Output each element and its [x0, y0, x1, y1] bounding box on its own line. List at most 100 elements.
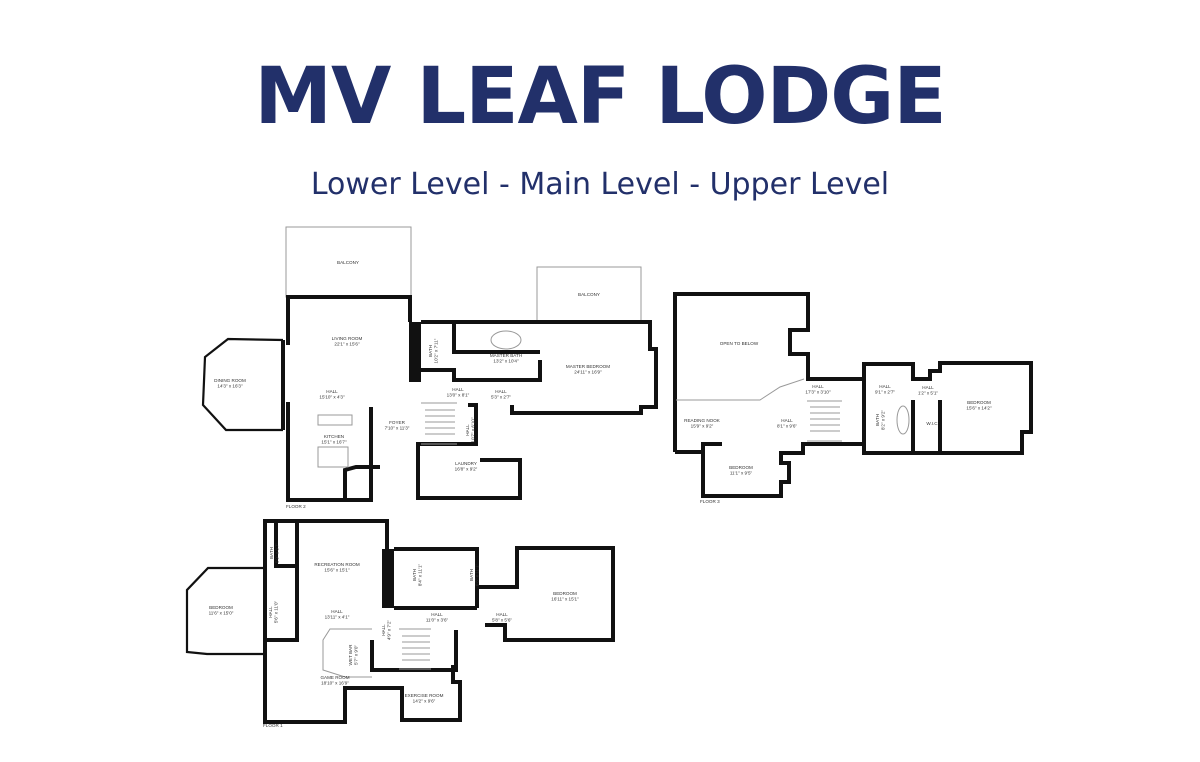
- room-label: HALL4'9" x 7'2": [381, 620, 392, 640]
- room-name: MASTER BEDROOM: [566, 364, 610, 369]
- room-name: HALL: [268, 606, 273, 618]
- room-dimensions: 8'2" x 9'2": [881, 410, 886, 430]
- room-name: HALL: [326, 389, 338, 394]
- room-dimensions: 13'11" x 4'1": [325, 615, 350, 620]
- room-name: HALL: [431, 612, 443, 617]
- room-dimensions: 8'1" x 9'6": [777, 424, 797, 429]
- room-name: BEDROOM: [967, 400, 991, 405]
- room-label: BALCONY: [578, 292, 600, 297]
- room-name: BEDROOM: [729, 465, 753, 470]
- room-name: HALL: [495, 389, 507, 394]
- room-dimensions: 1'2" x 5'1": [918, 391, 938, 396]
- room-dimensions: 15'10" x 4'3": [319, 395, 345, 400]
- room-name: BATH: [412, 569, 417, 581]
- room-dimensions: 24'11" x 16'9": [574, 370, 602, 375]
- room-name: MASTER BATH: [490, 353, 522, 358]
- room-dimensions: 15'1" x 16'7": [321, 440, 347, 445]
- room-dimensions: 9'1" x 2'7": [875, 390, 895, 395]
- room-dimensions: 11'0" x 3'6": [426, 618, 449, 623]
- room-name: HALL: [331, 609, 343, 614]
- room-dimensions: 15'6" x 14'2": [966, 406, 992, 411]
- room-dimensions: 5'3" x 2'7": [491, 395, 511, 400]
- room-label: W.I.C: [926, 421, 938, 426]
- room-dimensions: 7'10" x 11'3": [385, 426, 410, 431]
- room-dimensions: 5'6" x 11'0": [274, 600, 279, 623]
- room-name: LIVING ROOM: [332, 336, 363, 341]
- room-name: BATH: [269, 547, 274, 559]
- room-dimensions: 17'3" x 3'10": [805, 390, 831, 395]
- room-label: BATH5'9" x 8'7": [269, 543, 280, 563]
- room-dimensions: 4'9" x 7'2": [387, 620, 392, 640]
- room-label: BATH8'2" x 9'2": [875, 410, 886, 430]
- room-dimensions: 16'11" x 15'1": [551, 597, 579, 602]
- room-label: OPEN TO BELOW: [720, 341, 759, 346]
- room-dimensions: 22'1" x 15'6": [334, 342, 360, 347]
- floor-label: FLOOR 3: [700, 499, 720, 504]
- room-name: KITCHEN: [324, 434, 344, 439]
- room-name: HALL: [812, 384, 824, 389]
- page-subtitle: Lower Level - Main Level - Upper Level: [310, 167, 890, 202]
- room-dimensions: 15'9" x 9'2": [691, 424, 714, 429]
- room-name: READING NOOK: [684, 418, 721, 423]
- room-name: LAUNDRY: [455, 461, 477, 466]
- room-dimensions: 15'6" x 15'1": [324, 568, 350, 573]
- room-name: HALL: [879, 384, 891, 389]
- room-name: WET BAR: [348, 644, 353, 666]
- room-label: BATH6'8" x 11'1": [469, 563, 480, 586]
- room-dimensions: 10'2" x 7'11": [434, 338, 439, 363]
- room-label: BALCONY: [337, 260, 359, 265]
- room-dimensions: 16'8" x 9'2": [455, 467, 478, 472]
- room-dimensions: 8'4" x 11'1": [418, 563, 423, 586]
- room-dimensions: 11'1" x 9'5": [730, 471, 753, 476]
- room-name: BATH: [428, 345, 433, 357]
- room-name: EXERCISE ROOM: [405, 693, 444, 698]
- room-dimensions: 18'10" x 16'9": [321, 681, 349, 686]
- room-name: OPEN TO BELOW: [720, 341, 759, 346]
- room-label: BATH10'2" x 7'11": [428, 338, 439, 363]
- room-name: HALL: [452, 387, 464, 392]
- room-name: BEDROOM: [209, 605, 233, 610]
- room-name: DINING ROOM: [214, 378, 246, 383]
- room-dimensions: 5'8" x 5'6": [492, 618, 512, 623]
- room-label: HALL10'7" x 6'10": [465, 417, 476, 443]
- room-name: BATH: [875, 414, 880, 426]
- room-label: WET BAR5'7" x 9'0": [348, 644, 359, 666]
- room-dimensions: 14'2" x 9'6": [413, 699, 436, 704]
- room-name: RECREATION ROOM: [314, 562, 360, 567]
- floor-3-plan: FLOOR 3: [673, 292, 1033, 504]
- room-dimensions: 6'8" x 11'1": [475, 563, 480, 586]
- room-label: HALL5'6" x 11'0": [268, 600, 279, 623]
- room-name: HALL: [381, 624, 386, 636]
- floor-2-plan: FLOOR 2: [201, 226, 658, 509]
- room-name: BEDROOM: [553, 591, 577, 596]
- floor-label: FLOOR 1: [263, 723, 283, 728]
- room-name: W.I.C: [926, 421, 938, 426]
- room-name: HALL: [922, 385, 934, 390]
- room-name: HALL: [496, 612, 508, 617]
- room-name: GAME ROOM: [320, 675, 349, 680]
- floor-1-plan: FLOOR 1: [185, 519, 615, 728]
- room-dimensions: 10'7" x 6'10": [471, 417, 476, 443]
- room-name: BATH: [469, 569, 474, 581]
